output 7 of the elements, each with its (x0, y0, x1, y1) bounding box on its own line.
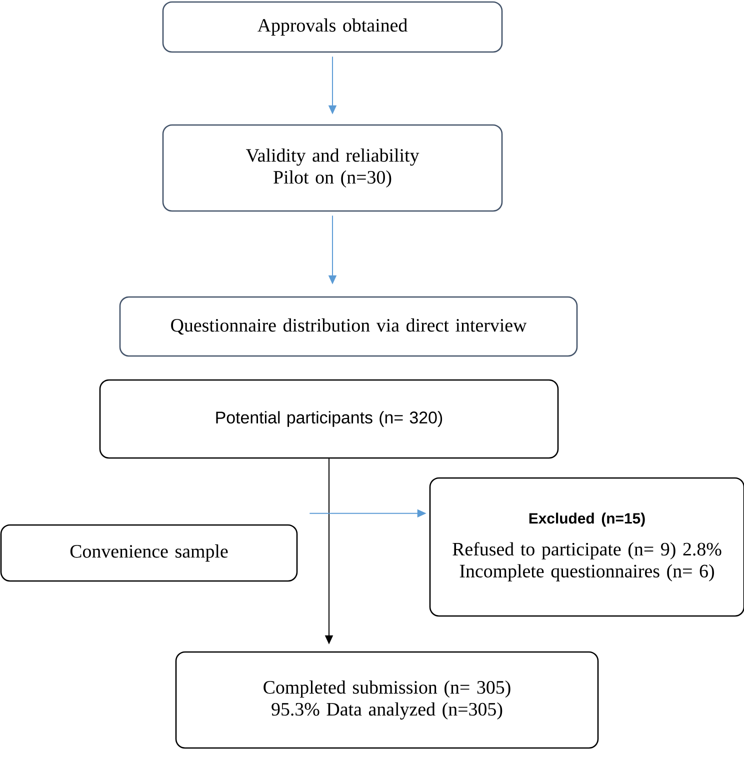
process-box: Questionnaire distribution via direct interview (119, 296, 578, 357)
process-box: Approvals obtained (162, 1, 503, 53)
process-box: Completed submission (n= 305) 95.3% Data analyzed (n=305) (175, 651, 599, 749)
process-box: Excluded (n=15) Refused to participate (n= 9) 2.8% Incomplete questionnaires (n= 6) (429, 477, 744, 617)
process-box: Validity and reliability Pilot on (n=30) (162, 124, 503, 212)
process-box: Potential participants (n= 320) (99, 379, 559, 459)
process-box: Convenience sample (0, 524, 298, 582)
